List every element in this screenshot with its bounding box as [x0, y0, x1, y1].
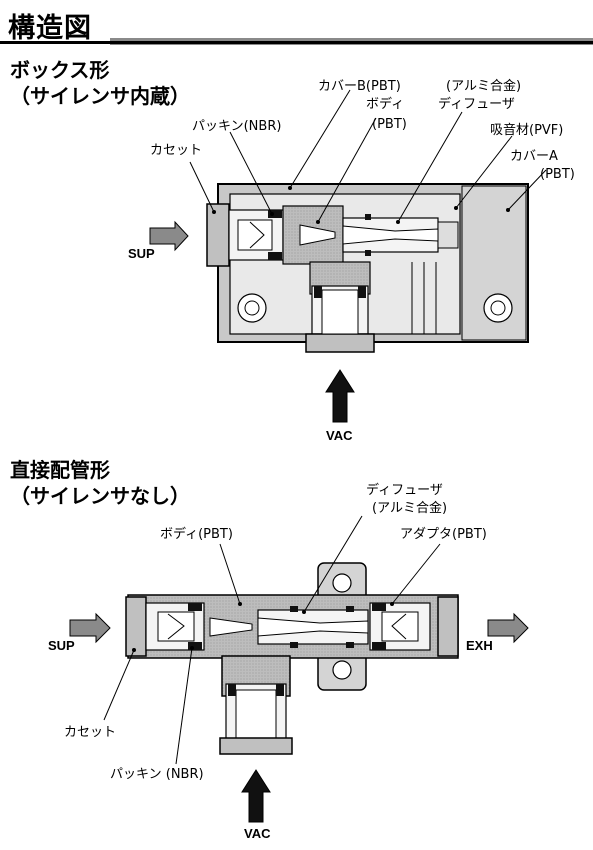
direct-label-cassette: カセット	[64, 725, 116, 740]
box-label-cover-b: カバーB(PBT)	[318, 79, 401, 94]
direct-label-adapter: アダプタ(PBT)	[400, 527, 487, 542]
box-type-heading: ボックス形	[10, 58, 110, 82]
direct-piping-heading: 直接配管形	[10, 458, 110, 482]
box-label-alu-alloy: (アルミ合金)	[446, 78, 521, 94]
vac-arrow-icon	[325, 369, 355, 423]
box-label-body: ボディ	[366, 96, 404, 112]
box-label-diffuser: ディフューザ	[438, 96, 515, 112]
box-label-vac: VAC	[326, 428, 353, 443]
direct-label-sup: SUP	[48, 638, 75, 653]
box-label-absorber: 吸音材(PVF)	[490, 122, 563, 138]
direct-piping-drawing	[69, 515, 529, 823]
direct-label-body: ボディ(PBT)	[160, 526, 233, 542]
box-label-cassette: カセット	[150, 143, 202, 158]
exh-arrow-icon	[487, 612, 529, 644]
direct-label-vac: VAC	[244, 826, 271, 841]
direct-label-diffuser: ディフューザ	[366, 482, 443, 498]
box-label-cover-a-material: (PBT)	[540, 167, 575, 182]
sup-arrow-icon	[149, 220, 189, 252]
title-rule	[0, 41, 593, 44]
box-label-sup: SUP	[128, 246, 155, 261]
direct-vac-arrow-icon	[241, 769, 271, 823]
direct-label-alu-alloy: (アルミ合金)	[372, 500, 447, 516]
box-type-subheading: （サイレンサ内蔵）	[10, 84, 190, 108]
box-label-packing: パッキン(NBR)	[192, 119, 281, 134]
direct-sup-arrow-icon	[69, 612, 111, 644]
direct-label-packing: パッキン (NBR)	[110, 767, 204, 782]
box-label-cover-a: カバーA	[510, 149, 558, 164]
direct-piping-subheading: （サイレンサなし）	[10, 484, 190, 508]
page-title: 構造図	[8, 13, 92, 44]
box-label-body-material: (PBT)	[372, 117, 407, 132]
box-type-drawing	[149, 89, 547, 423]
direct-label-exh: EXH	[466, 638, 493, 653]
